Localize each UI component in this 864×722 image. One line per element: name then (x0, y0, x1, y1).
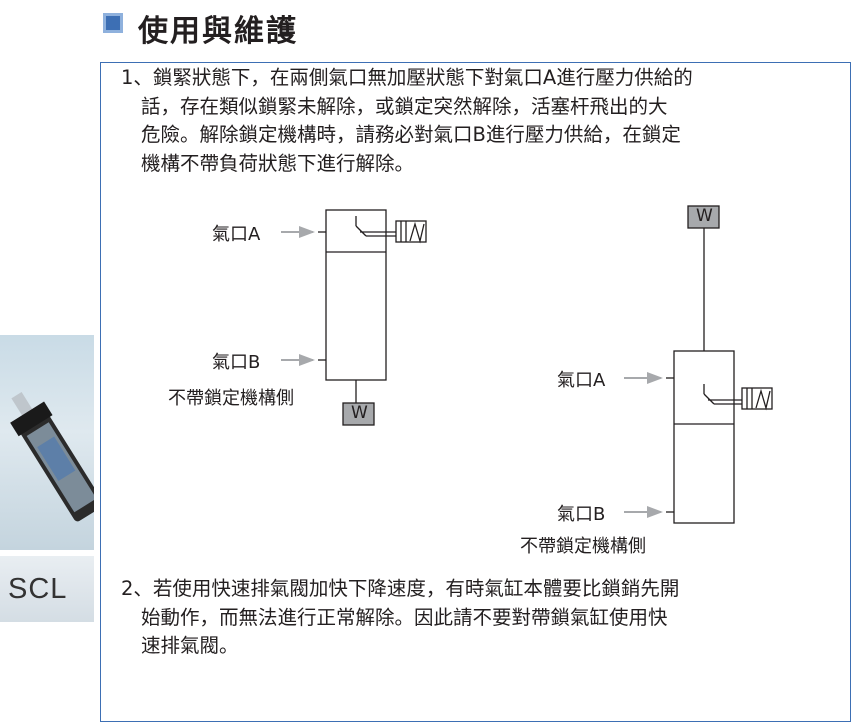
left-weight-block (342, 402, 375, 426)
instruction-line: 機構不帶負荷狀態下進行解除。 (141, 151, 415, 175)
header-square-icon (103, 13, 123, 33)
left-caption: 不帶鎖定機構側 (168, 388, 294, 409)
instruction-line: 速排氣閥。 (141, 634, 239, 657)
model-tab (0, 556, 94, 622)
right-weight-block (687, 205, 720, 229)
instruction-item-2: 2、若使用快速排氣閥加快下降速度，有時氣缸本體要比鎖銷先開 始動作，而無法進行正… (121, 575, 679, 661)
lock-cylinder-diagrams (281, 205, 773, 524)
instruction-item-1: 1、鎖緊狀態下，在兩側氣口無加壓狀態下對氣口A進行壓力供給的 話，存在類似鎖緊未… (121, 64, 693, 178)
right-caption: 不帶鎖定機構側 (520, 536, 646, 557)
instruction-line: 2、若使用快速排氣閥加快下降速度，有時氣缸本體要比鎖銷先開 (121, 577, 680, 600)
model-label: SCL (8, 573, 68, 605)
right-cylinder (666, 228, 773, 524)
page-title: 使用與維護 (138, 14, 298, 49)
right-port-b-label: 氣口B (557, 504, 606, 525)
left-cylinder (318, 209, 427, 403)
cylinder-product-photo (0, 335, 94, 550)
right-weight-label: W (696, 206, 713, 226)
instruction-line: 危險。解除鎖定機構時，請務必對氣口B進行壓力供給，在鎖定 (141, 123, 681, 146)
instruction-line: 1、鎖緊狀態下，在兩側氣口無加壓狀態下對氣口A進行壓力供給的 (121, 66, 693, 89)
instruction-line: 始動作，而無法進行正常解除。因此請不要對帶鎖氣缸使用快 (141, 605, 668, 629)
right-port-a-label: 氣口A (557, 370, 606, 391)
left-spring-label: W (409, 219, 424, 237)
right-spring-label: W (755, 386, 770, 404)
left-weight-label: W (351, 403, 368, 423)
left-port-a-label: 氣口A (212, 224, 261, 245)
instruction-line: 話，存在類似鎖緊未解除，或鎖定突然解除，活塞杆飛出的大 (141, 94, 668, 118)
left-port-b-label: 氣口B (212, 352, 261, 373)
